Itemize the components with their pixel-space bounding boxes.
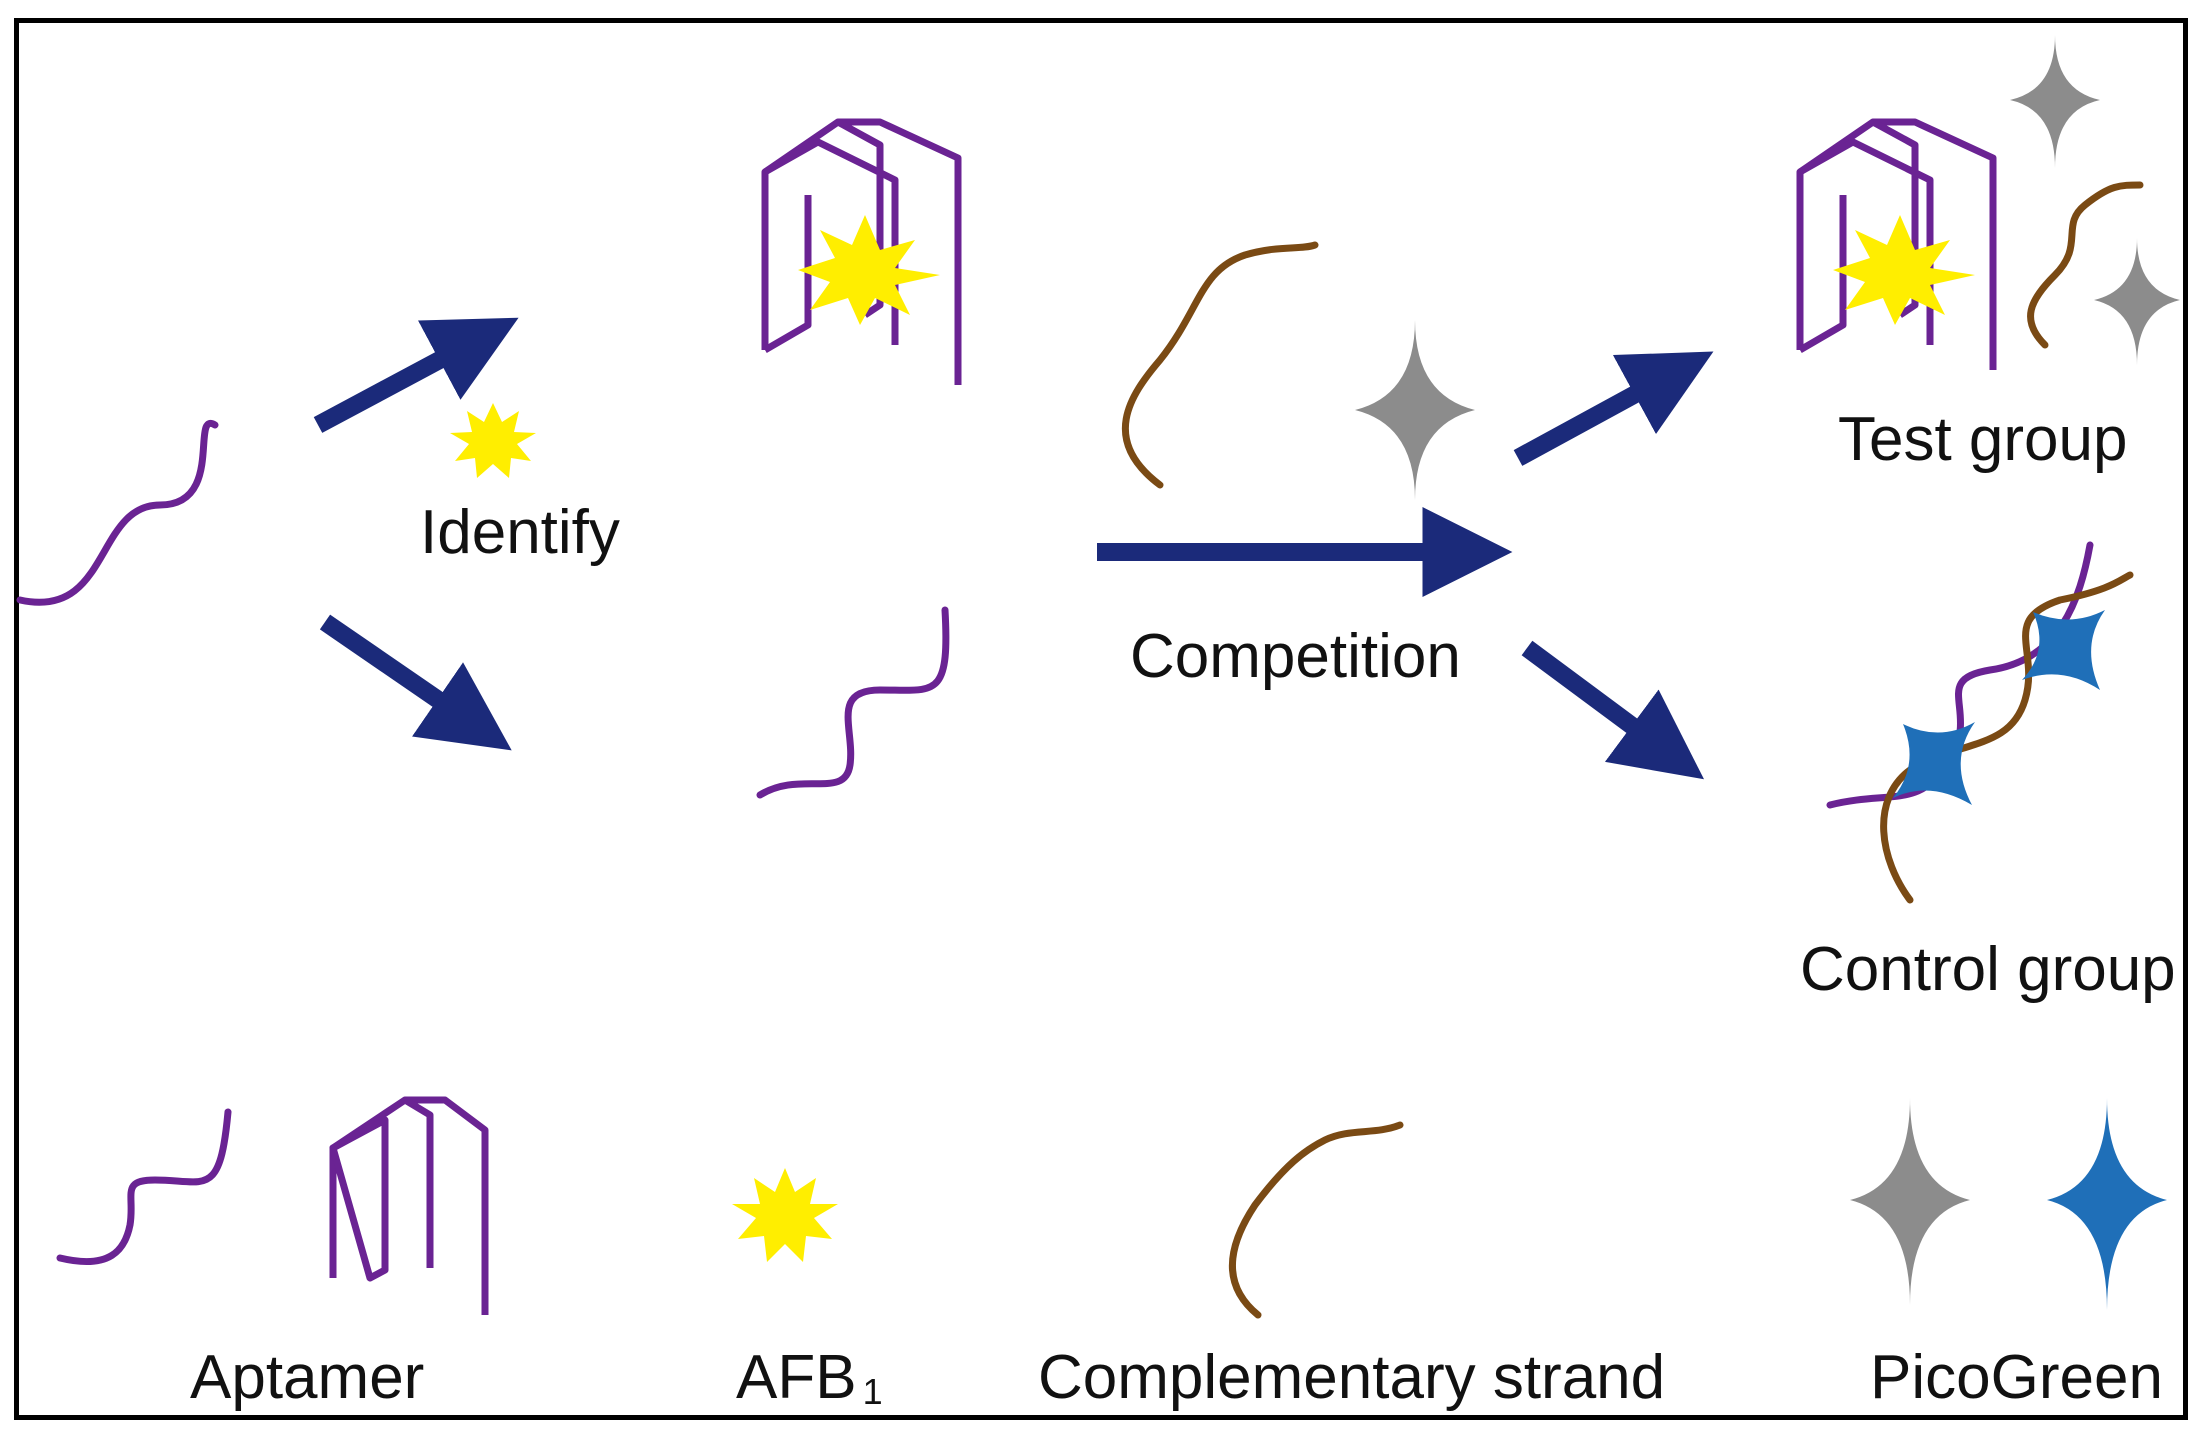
legend-aptamer-folded	[329, 1096, 489, 1315]
afb1-star-bound	[798, 215, 940, 325]
legend-label-afb1-sub: 1	[863, 1371, 883, 1412]
picogreen-bound-lower	[1893, 722, 1975, 805]
arrow-to-control-group	[1521, 640, 1705, 780]
aptamer-free-middle	[756, 606, 950, 799]
picogreen-free-test-top	[2010, 35, 2100, 168]
legend-label-afb1-main: AFB	[736, 1343, 857, 1412]
arrow-to-unbound	[319, 614, 512, 751]
legend-afb1-star	[732, 1168, 838, 1262]
legend-aptamer-linear	[56, 1108, 232, 1266]
arrow-to-test-group	[1513, 351, 1714, 466]
label-control-group: Control group	[1800, 935, 2176, 1004]
legend-label-aptamer: Aptamer	[190, 1343, 424, 1412]
legend-label-picogreen: PicoGreen	[1870, 1343, 2163, 1412]
label-competition: Competition	[1130, 622, 1461, 691]
legend-complementary-strand	[1229, 1121, 1404, 1319]
complementary-strand-test	[2027, 181, 2144, 349]
picogreen-bound-upper	[2022, 610, 2105, 690]
aptamer-bound-afb1	[761, 118, 962, 385]
control-group-illustration	[1826, 541, 2134, 904]
legend-picogreen-bound	[2047, 1098, 2167, 1310]
picogreen-free-test-bottom	[2094, 238, 2180, 365]
legend-picogreen-free	[1850, 1098, 1970, 1305]
afb1-star-identify	[450, 403, 536, 478]
label-test-group: Test group	[1838, 405, 2128, 474]
figure-frame	[14, 18, 2188, 1420]
afb1-star-test	[1833, 215, 1975, 325]
complementary-duplex	[1880, 571, 2134, 904]
test-group-illustration	[1796, 35, 2180, 370]
aptamer-free-start	[16, 419, 219, 606]
arrow-to-bound	[313, 317, 519, 433]
label-identify: Identify	[420, 498, 620, 567]
complementary-strand-competition	[1121, 241, 1319, 489]
legend-label-complementary: Complementary strand	[1038, 1343, 1665, 1412]
picogreen-free-competition	[1355, 320, 1475, 500]
